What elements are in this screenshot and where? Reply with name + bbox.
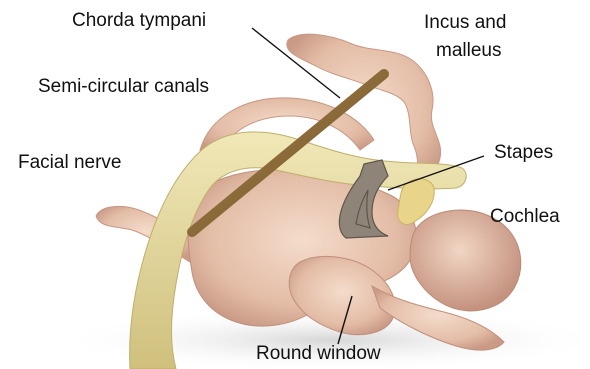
label-incus-malleus-line1: Incus and xyxy=(424,12,506,34)
label-cochlea: Cochlea xyxy=(490,206,560,228)
label-stapes: Stapes xyxy=(494,142,553,164)
label-round-window: Round window xyxy=(256,343,381,365)
label-chorda-tympani: Chorda tympani xyxy=(72,10,206,32)
label-facial-nerve: Facial nerve xyxy=(18,152,122,174)
label-incus-malleus-line2: malleus xyxy=(436,40,501,62)
label-semicircular-canals: Semi-circular canals xyxy=(38,76,209,98)
